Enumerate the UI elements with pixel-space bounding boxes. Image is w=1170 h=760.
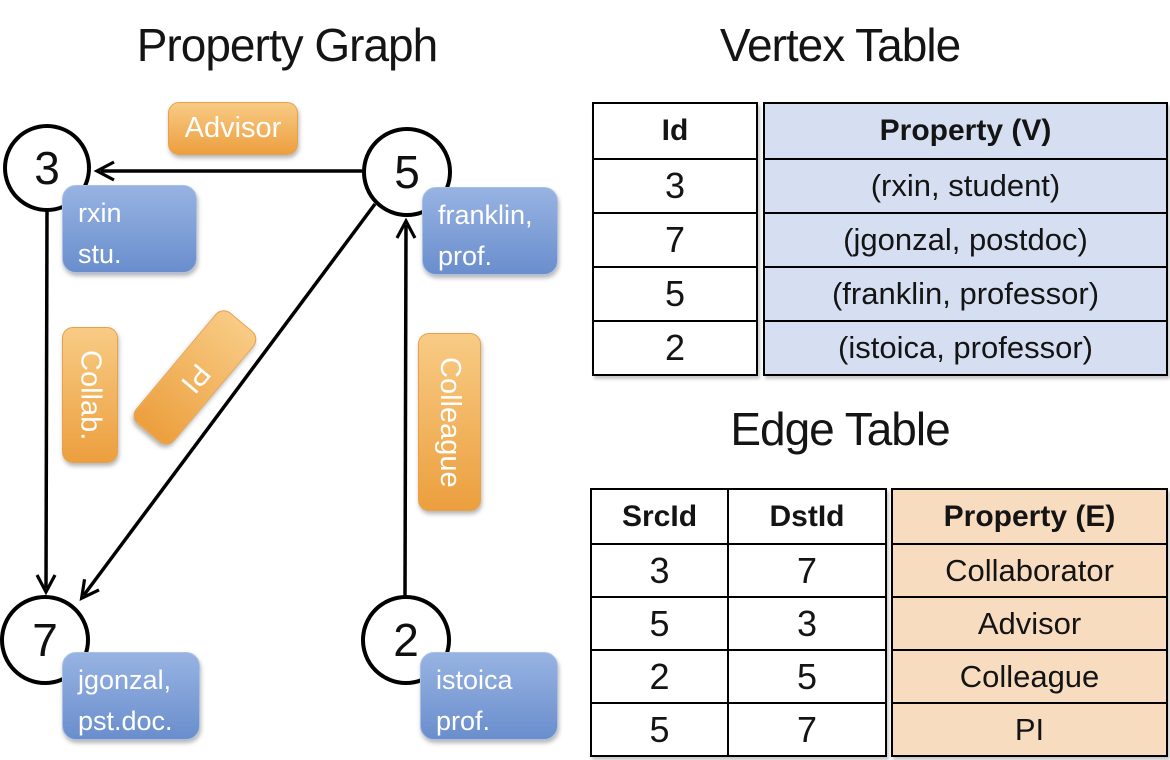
edge-row-property: Colleague [893, 649, 1166, 702]
colleague-edge-label: Colleague [418, 333, 481, 511]
vertex-table-id-column: Id 3 7 5 2 [592, 102, 758, 376]
vertex-table-id-header: Id [661, 114, 689, 147]
vertex-node-7-id: 7 [32, 614, 58, 666]
vertex-table-property-column: Property (V) (rxin, student) (jgonzal, p… [763, 102, 1168, 376]
vertex-node-2-id: 2 [393, 614, 419, 666]
edge-row-srcid: 2 [592, 649, 727, 702]
vertex-5-property-line1: franklin, [438, 200, 533, 230]
vertex-row-property: (rxin, student) [765, 158, 1166, 212]
vertex-5-property-box: franklin, prof. [422, 187, 558, 275]
vertex-3-property-line2: stu. [78, 238, 122, 269]
property-graph-title: Property Graph [136, 19, 438, 71]
edge-table-property-column: Property (E) Collaborator Advisor Collea… [891, 488, 1168, 757]
vertex-row-id: 5 [594, 266, 756, 320]
vertex-7-property-line1: jgonzal, [78, 665, 172, 695]
vertex-node-5-id: 5 [394, 146, 420, 198]
pi-edge-label: PI [129, 305, 261, 450]
vertex-row-id: 3 [594, 158, 756, 212]
edge-table-dstid-column: DstId 7 3 5 7 [727, 490, 885, 755]
vertex-row-id: 7 [594, 212, 756, 266]
vertex-5-property-line2: prof. [438, 240, 493, 271]
edge-table-srcid-header: SrcId [621, 499, 698, 533]
edge-row-srcid: 5 [592, 702, 727, 755]
edge-row-dstid: 7 [729, 702, 885, 755]
vertex-node-5: 5 [362, 127, 452, 217]
edge-row-srcid: 3 [592, 543, 727, 596]
colleague-edge-line [395, 217, 417, 597]
vertex-row-property: (jgonzal, postdoc) [765, 212, 1166, 266]
edge-row-dstid: 5 [729, 649, 885, 702]
edge-table-dstid-header: DstId [769, 499, 845, 533]
vertex-2-property-box: istoica prof. [420, 652, 558, 740]
vertex-row-id: 2 [594, 320, 756, 374]
vertex-row-property: (istoica, professor) [765, 320, 1166, 374]
vertex-3-property-line1: rxin [78, 198, 122, 228]
edge-row-property: Collaborator [893, 543, 1166, 596]
vertex-3-property-box: rxin stu. [62, 185, 197, 273]
vertex-table-title: Vertex Table [719, 19, 961, 71]
vertex-row-property: (franklin, professor) [765, 266, 1166, 320]
collab-edge-label: Collab. [62, 327, 118, 463]
advisor-edge-label: Advisor [168, 102, 298, 155]
vertex-table-property-header: Property (V) [879, 114, 1052, 147]
vertex-2-property-line1: istoica [436, 665, 513, 695]
edge-row-property: Advisor [893, 596, 1166, 649]
edge-row-srcid: 5 [592, 596, 727, 649]
vertex-2-property-line2: prof. [436, 705, 491, 736]
collab-edge-line [35, 210, 57, 596]
edge-table-srcid-column: SrcId 3 5 2 5 [592, 490, 727, 755]
vertex-7-property-line2: pst.doc. [78, 705, 173, 736]
vertex-7-property-box: jgonzal, pst.doc. [62, 652, 200, 740]
edge-table-title: Edge Table [730, 403, 950, 455]
edge-table-id-columns: SrcId 3 5 2 5 DstId 7 3 5 7 [590, 488, 887, 757]
vertex-node-3-id: 3 [34, 142, 60, 194]
edge-row-dstid: 7 [729, 543, 885, 596]
edge-row-dstid: 3 [729, 596, 885, 649]
edge-table-property-header: Property (E) [943, 499, 1116, 533]
vertex-node-3: 3 [3, 124, 91, 212]
edge-row-property: PI [893, 702, 1166, 755]
